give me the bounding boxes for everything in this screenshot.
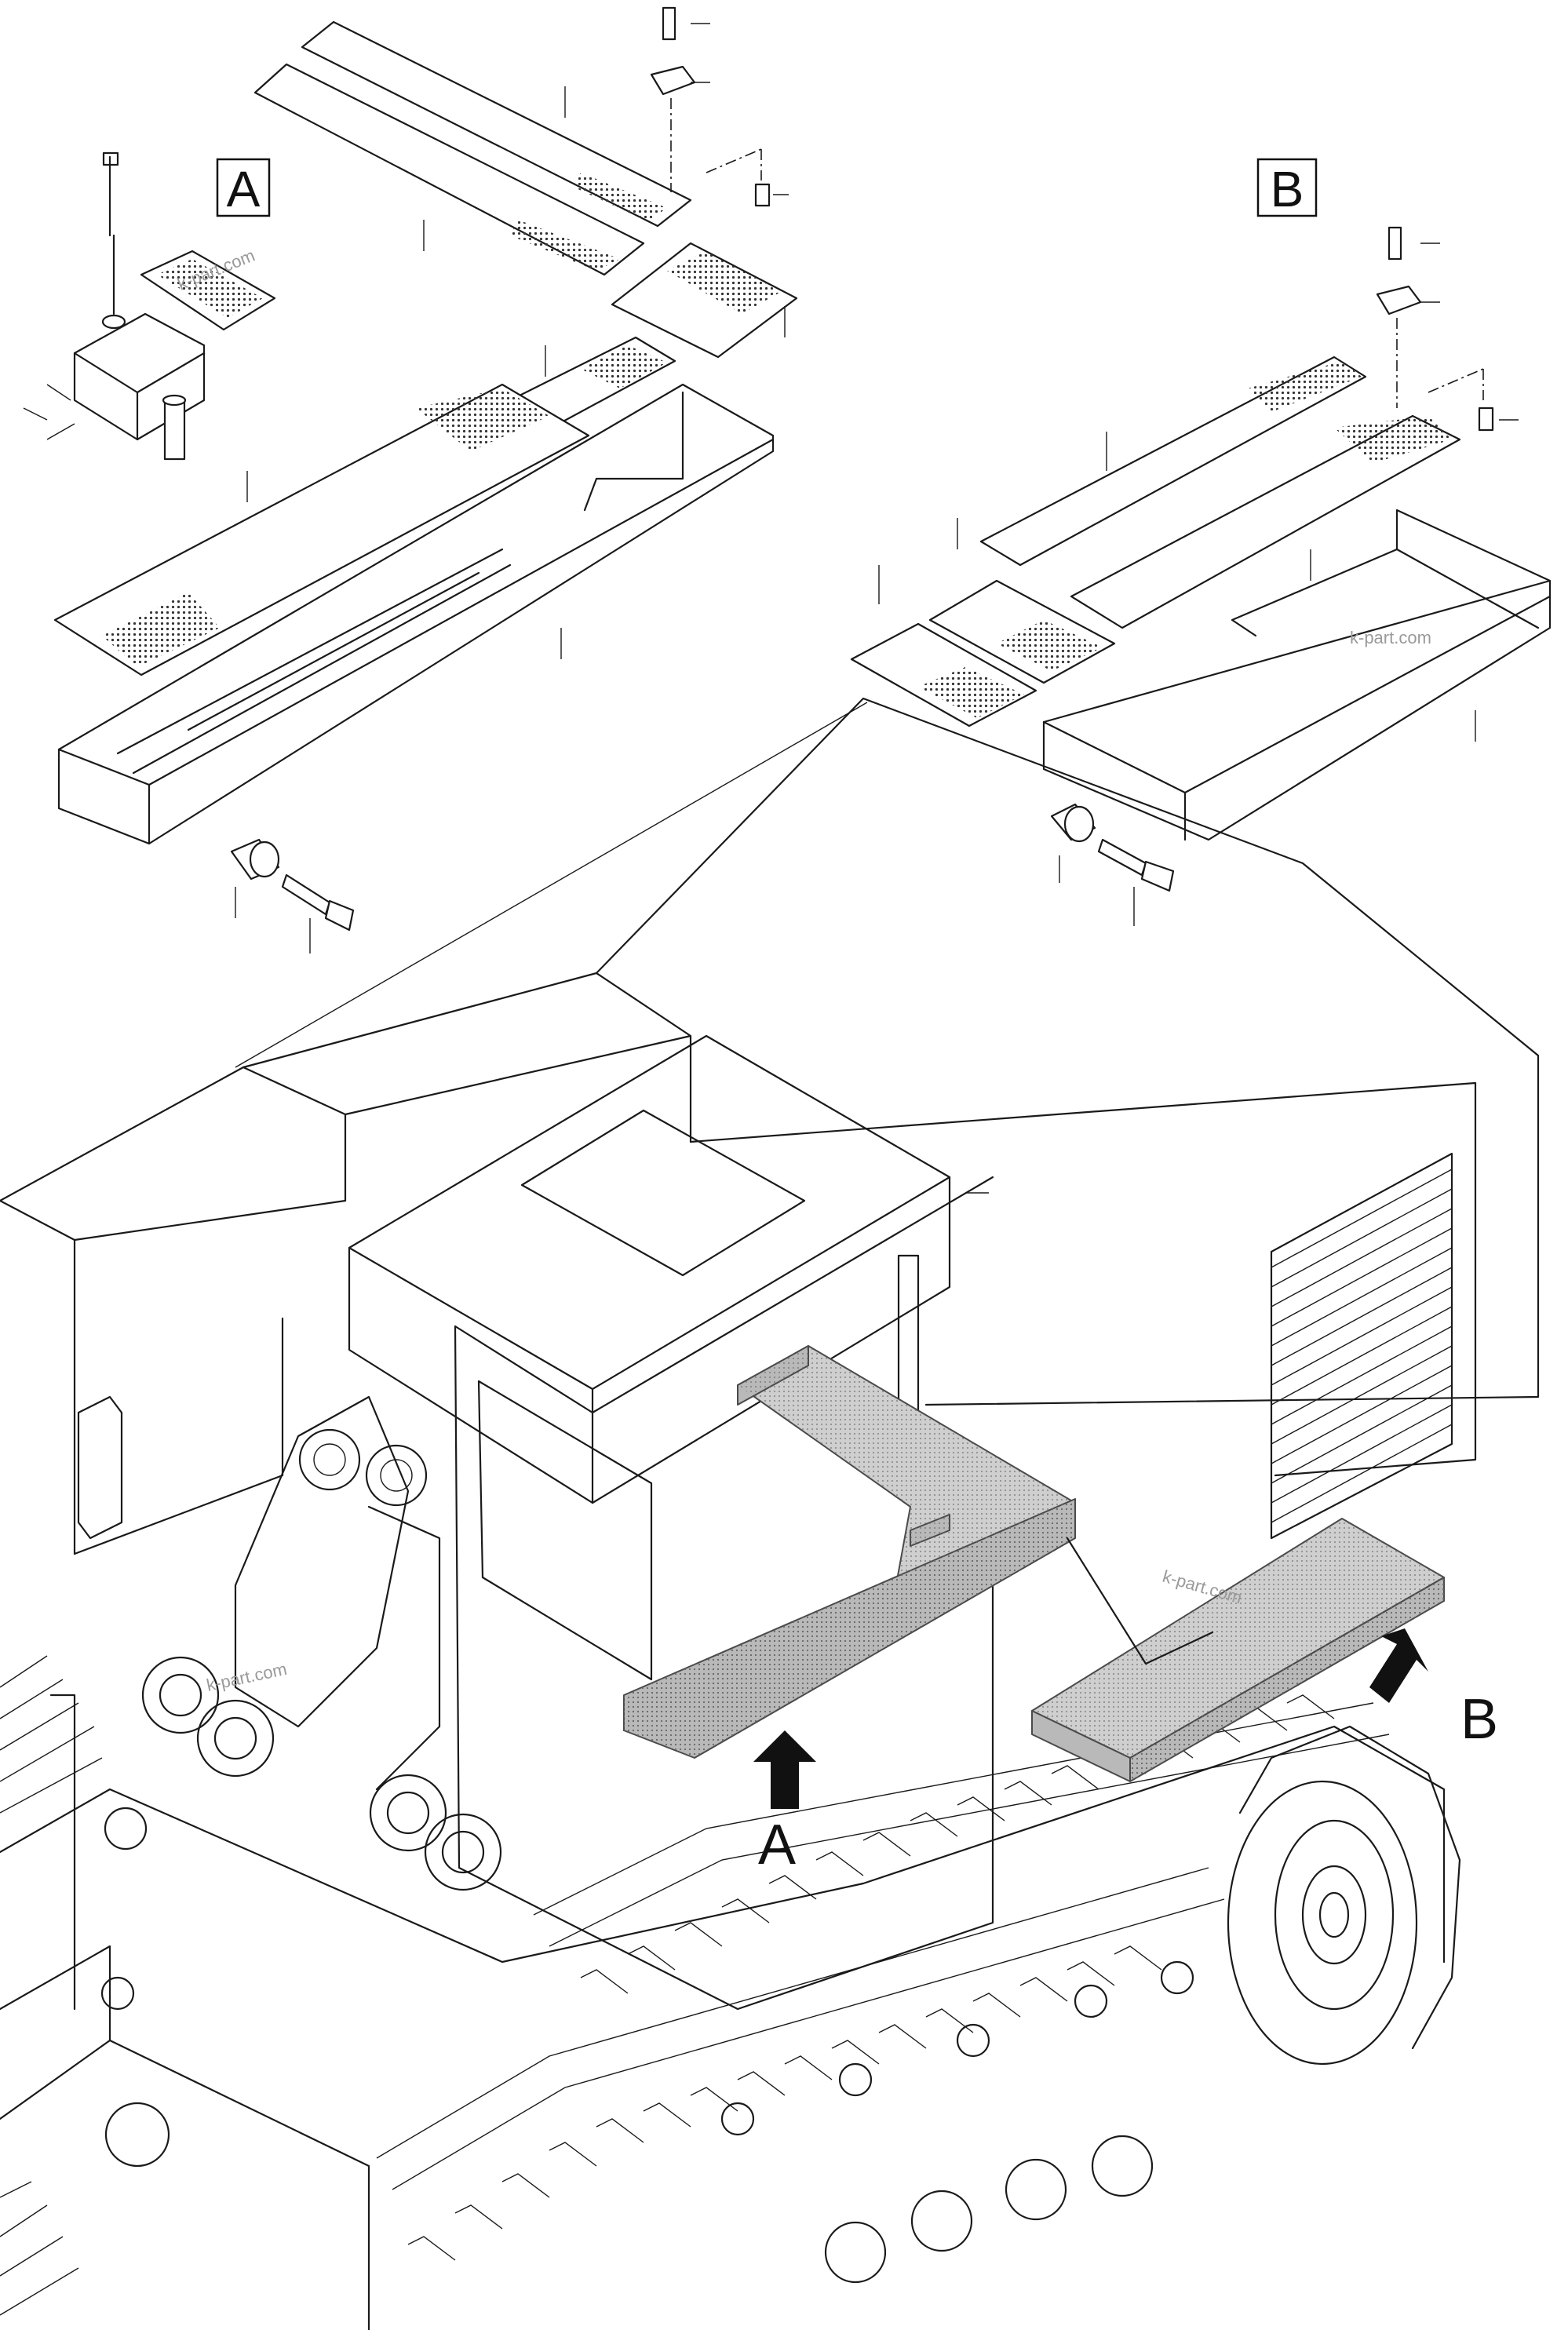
watermark-3: k-part.com [1161, 1566, 1245, 1608]
detail-a-small-plate-1 [611, 242, 798, 359]
detail-a-top-plate-1 [301, 20, 692, 228]
cab-window [477, 1380, 653, 1681]
highlight-platform-b [1031, 1518, 1445, 1782]
bottom-rollers [720, 1960, 1194, 2284]
detail-a-nut [650, 65, 696, 96]
detail-a-washer [754, 183, 771, 207]
track-chain [0, 1655, 1390, 2316]
cab-roof-hatch [520, 1109, 806, 1277]
detail-a-bolt [102, 151, 119, 315]
detail-b-nut [1376, 285, 1422, 315]
detail-b-screw [1387, 226, 1402, 261]
watermark-2: k-part.com [1350, 628, 1431, 647]
front-idler-assembly [141, 1656, 502, 1891]
detail-a-spacer [163, 399, 186, 461]
detail-a-top-plate-2 [253, 63, 645, 276]
detail-b-group: B [850, 158, 1552, 926]
machine-group: A B [0, 697, 1540, 2330]
detail-b-bottom-bolt [1097, 838, 1147, 877]
arrow-b-label: B [1460, 1688, 1498, 1751]
arrow-a-label: A [758, 1814, 796, 1876]
detail-b-top-plate-2 [1070, 414, 1461, 629]
drive-sprocket [1227, 1725, 1461, 2066]
detail-a-label-box [216, 158, 271, 217]
upper-structure [0, 697, 1540, 1406]
detail-b-label: B [1271, 161, 1304, 217]
highlight-platform-a [623, 1345, 1076, 1759]
cab [348, 1034, 951, 1504]
cab-body [454, 1176, 994, 2011]
detail-a-screw [662, 6, 676, 41]
detail-b-washer [1478, 407, 1494, 432]
engine-cover [689, 1081, 1477, 1477]
boom-arm [234, 1395, 410, 1728]
detail-a-bottom-bolt [281, 873, 331, 916]
detail-a-group: A [23, 6, 798, 954]
detail-a-label: A [227, 161, 261, 217]
radiator-grille [1270, 1152, 1453, 1540]
detail-b-frame [1042, 579, 1552, 841]
detail-a-channel-frame [57, 383, 775, 845]
detail-b-label-box [1256, 158, 1318, 217]
arrow-a [753, 1730, 816, 1809]
track-frame [0, 1725, 1446, 1964]
watermark-4: k-part.com [205, 1659, 289, 1695]
arrow-b [1369, 1628, 1428, 1703]
